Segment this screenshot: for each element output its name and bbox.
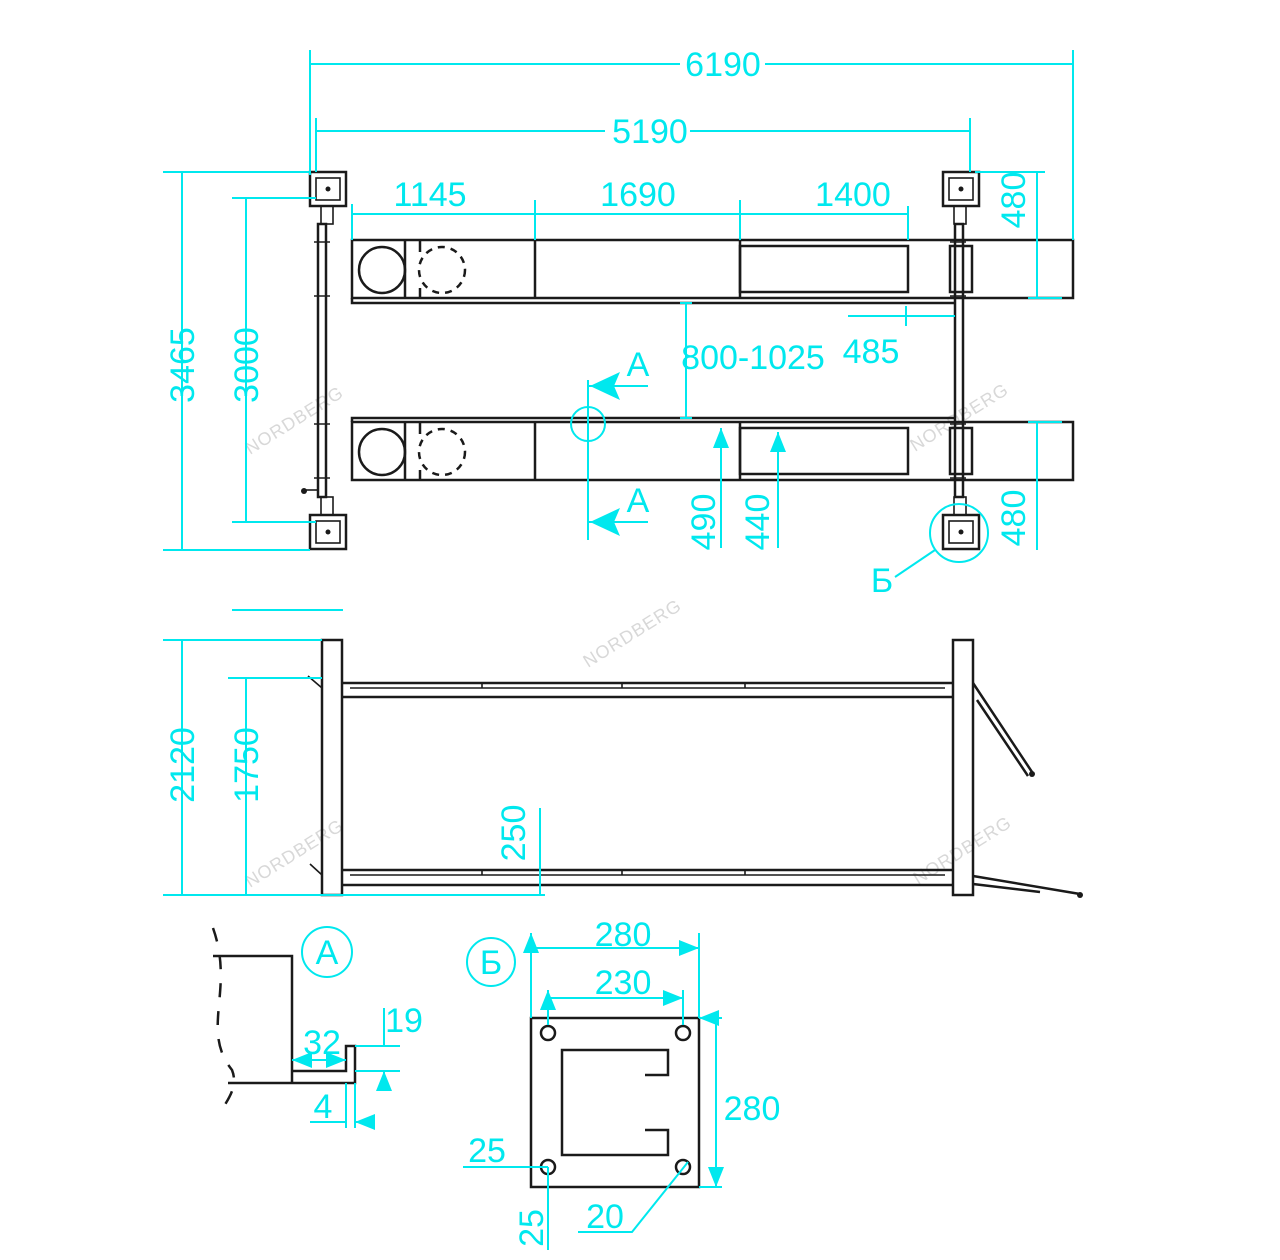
dim-19: 19: [385, 1002, 423, 1040]
post-bottom-right: [941, 496, 981, 551]
dim-1400: 1400: [815, 176, 891, 214]
cross-beam-right: [953, 222, 965, 499]
dim-250: 250: [495, 805, 533, 862]
dim-1750: 1750: [228, 727, 266, 803]
cross-beam-left: [316, 222, 328, 499]
watermark: NORDBERG: [910, 812, 1016, 888]
post-top-right: [941, 170, 981, 225]
dim-800-1025: 800-1025: [681, 339, 825, 377]
post-left-side: [320, 638, 344, 897]
dim-4: 4: [314, 1088, 333, 1126]
dim-480-bottom: 480: [995, 490, 1033, 547]
post-bottom-left: [308, 496, 348, 551]
section-a-label: A: [627, 482, 650, 520]
dim-25-bottom: 25: [513, 1209, 551, 1247]
watermarks: NORDBERG NORDBERG NORDBERG NORDBERG NORD…: [242, 379, 1016, 891]
ramp-lowered: [972, 874, 1081, 896]
side-view: 2120 1750 250: [163, 638, 1083, 898]
section-a-label: A: [627, 346, 650, 384]
watermark: NORDBERG: [242, 815, 348, 891]
dim-3465: 3465: [164, 327, 202, 403]
runway-lower: [350, 416, 1075, 482]
detail-b-marker: Б: [871, 503, 989, 600]
dim-280-right: 280: [724, 1090, 781, 1128]
watermark: NORDBERG: [580, 595, 686, 671]
detail-b: Б 280 230 280 25 25 20: [463, 916, 780, 1250]
dim-3000: 3000: [228, 327, 266, 403]
dim-440: 440: [739, 494, 777, 551]
dim-1145: 1145: [393, 176, 466, 214]
dim-2120: 2120: [164, 727, 202, 803]
detail-a: A 32 19 4: [211, 926, 423, 1128]
dim-230: 230: [595, 964, 652, 1002]
dim-25-left: 25: [468, 1132, 506, 1170]
dim-490: 490: [685, 494, 723, 551]
detail-b-label: Б: [871, 562, 893, 600]
dimensions-side: 2120 1750 250: [163, 639, 545, 896]
detail-b-title: Б: [480, 944, 502, 982]
detail-a-label: A: [316, 934, 339, 972]
post-top-left: [308, 170, 348, 225]
runway-upper: [350, 238, 1075, 305]
post-right-side: [951, 638, 975, 897]
dim-5190: 5190: [612, 113, 688, 151]
dim-485: 485: [843, 333, 900, 371]
dim-480-top: 480: [995, 172, 1033, 229]
dim-32: 32: [303, 1024, 341, 1062]
runway-lowered: [342, 868, 953, 887]
dim-280-top: 280: [595, 916, 652, 954]
dim-6190: 6190: [685, 46, 761, 84]
top-view: 6190 5190 1145 1690 1400 480 480 485 800…: [163, 46, 1075, 611]
base-plate: [529, 1016, 701, 1189]
dimensions-top: 6190 5190 1145 1690 1400 480 480 485 800…: [163, 46, 1074, 611]
dim-1690: 1690: [600, 176, 676, 214]
section-a-marker: A A: [570, 346, 650, 540]
runway-raised: [342, 681, 953, 699]
dim-20: 20: [586, 1198, 624, 1236]
ramp-raised: [971, 682, 1034, 777]
